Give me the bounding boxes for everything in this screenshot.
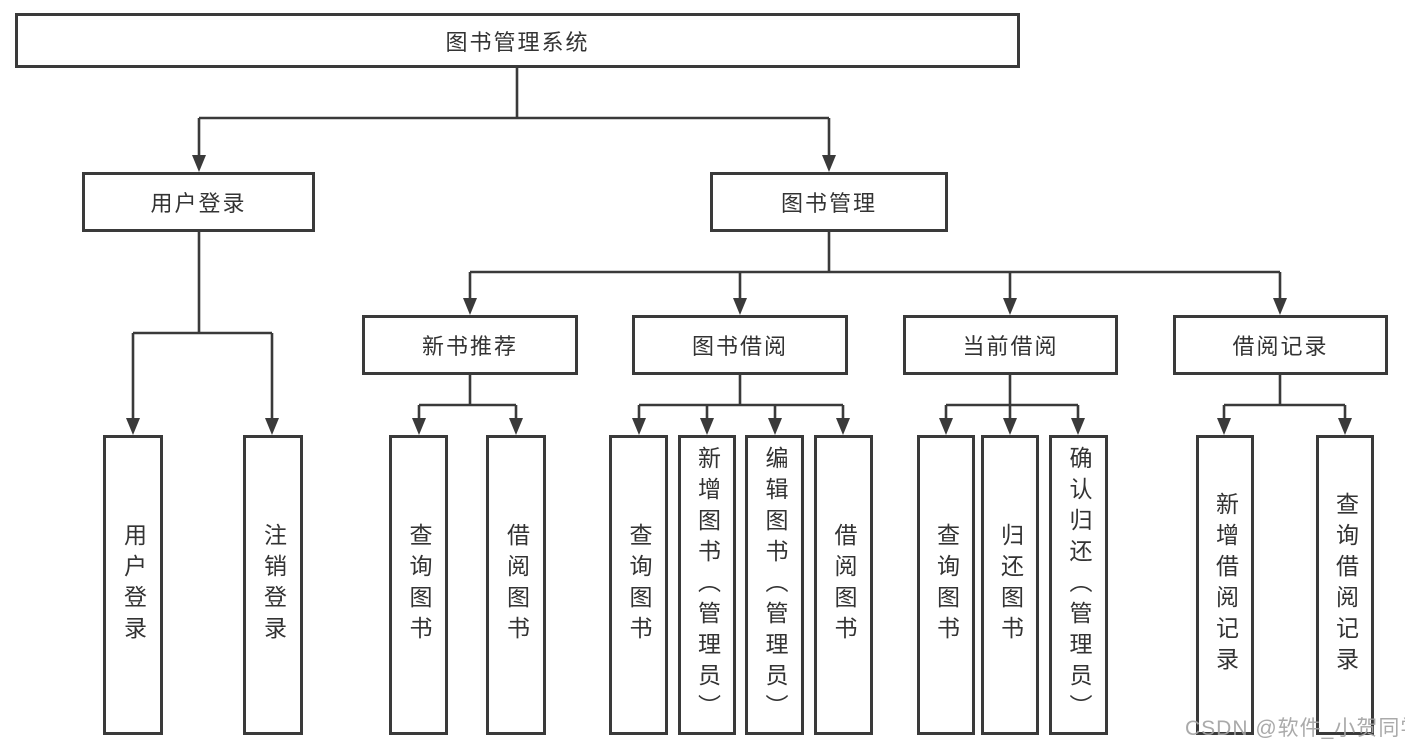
- leaf-newbook-borrow-books: 借阅图书: [486, 435, 546, 735]
- connector-userlogin-to-leaves: [131, 232, 274, 421]
- leaf-current-query-books: 查询图书: [917, 435, 975, 735]
- node-new-book-recommend: 新书推荐: [362, 315, 578, 375]
- csdn-watermark: CSDN @软件_小贺同学: [1185, 717, 1405, 740]
- leaf-logout: 注销登录: [243, 435, 303, 735]
- node-user-login-branch: 用户登录: [82, 172, 315, 232]
- node-current-borrow: 当前借阅: [903, 315, 1118, 375]
- leaf-borrow-edit-books-admin: 编辑图书（管理员）: [745, 435, 804, 735]
- leaf-user-login: 用户登录: [103, 435, 163, 735]
- leaf-borrow-borrow-books: 借阅图书: [814, 435, 873, 735]
- connector-borrow-to-leaves: [637, 375, 845, 421]
- arrowheads-current-leaves: [939, 418, 1085, 435]
- arrowheads-newbook-leaves: [412, 418, 523, 435]
- arrowheads-level3: [463, 298, 1287, 315]
- leaf-borrow-add-books-admin: 新增图书（管理员）: [678, 435, 736, 735]
- node-root: 图书管理系统: [15, 13, 1020, 68]
- arrowheads-level2: [192, 155, 836, 172]
- connector-newbook-to-leaves: [417, 375, 518, 421]
- node-book-borrow: 图书借阅: [632, 315, 848, 375]
- leaf-newbook-query-books: 查询图书: [389, 435, 448, 735]
- connector-bookmgmt-to-level3: [468, 232, 1282, 301]
- leaf-current-confirm-return-admin: 确认归还（管理员）: [1049, 435, 1108, 735]
- connector-records-to-leaves: [1222, 375, 1347, 421]
- arrowheads-borrow-leaves: [632, 418, 850, 435]
- connector-current-to-leaves: [944, 375, 1080, 421]
- leaf-borrow-query-books: 查询图书: [609, 435, 668, 735]
- leaf-current-return-books: 归还图书: [981, 435, 1039, 735]
- connector-root-to-level2: [197, 68, 831, 158]
- leaf-records-add-record: 新增借阅记录: [1196, 435, 1254, 735]
- arrowheads-records-leaves: [1217, 418, 1352, 435]
- node-book-management-branch: 图书管理: [710, 172, 948, 232]
- leaf-records-query-record: 查询借阅记录: [1316, 435, 1374, 735]
- arrowheads-userlogin-leaves: [126, 418, 279, 435]
- node-borrow-records: 借阅记录: [1173, 315, 1388, 375]
